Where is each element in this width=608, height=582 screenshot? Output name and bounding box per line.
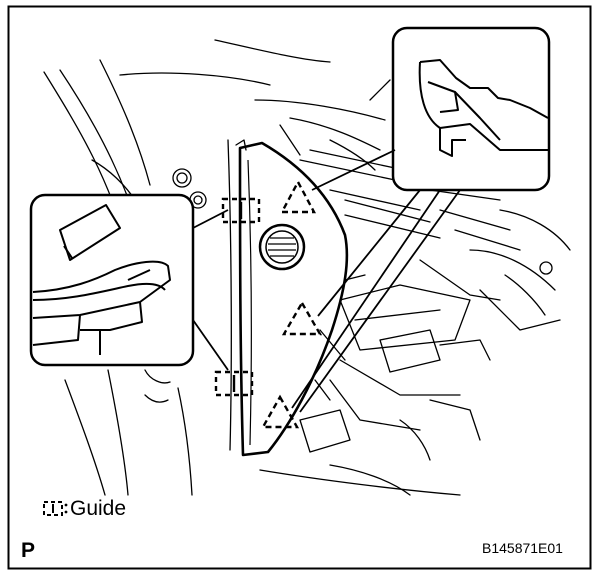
side-trim-panel [238,141,349,457]
legend-colon-dot [64,510,68,514]
guide-marker-box [221,197,261,224]
side-vent [258,223,306,271]
clip-marker-triangle [281,300,323,336]
guide-markers [214,197,261,397]
claw-detail-inset [391,26,551,192]
guide-legend-icon [43,501,63,516]
guide-marker-box [214,370,254,397]
figure-code: B145871E01 [482,540,563,556]
clip-marker-triangle [260,394,300,429]
leader-lines [192,149,461,413]
guide-detail-inset [29,193,195,367]
page-letter: P [21,539,36,562]
legend-label: Guide [70,497,127,520]
legend-colon-dot [64,503,68,507]
clip-markers [260,179,323,429]
clip-marker-triangle [280,179,316,214]
